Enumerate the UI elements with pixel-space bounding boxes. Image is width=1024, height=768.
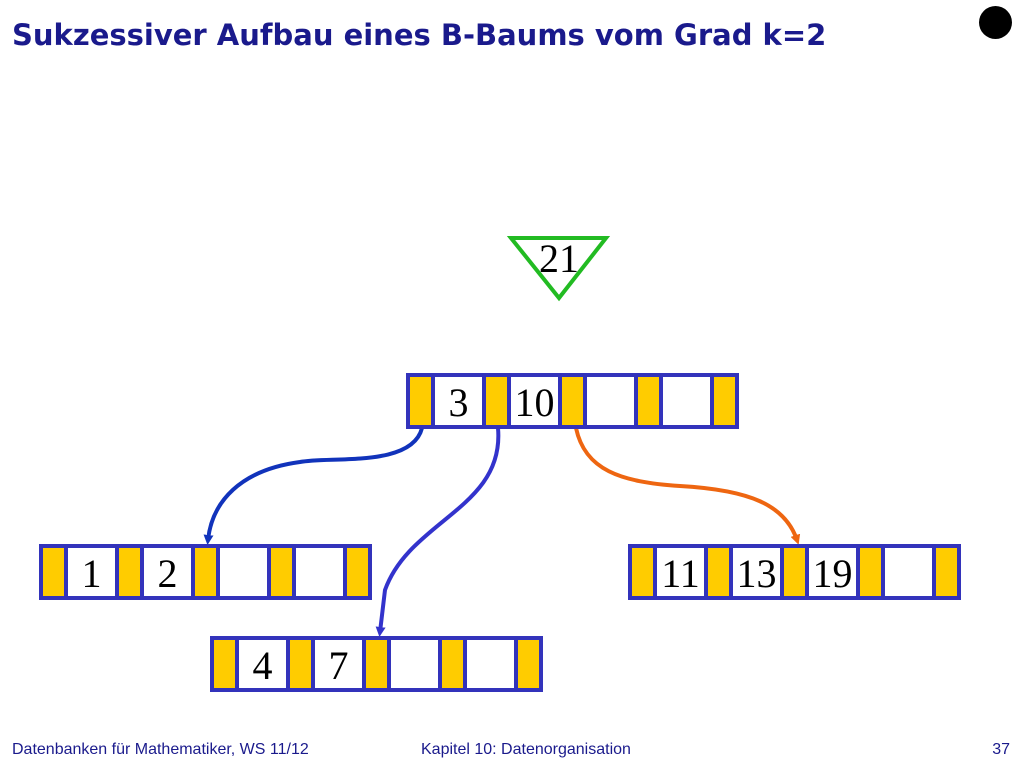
key-value: 1	[82, 551, 102, 596]
footer-page-number: 37	[992, 741, 1010, 758]
key-slot	[583, 373, 638, 429]
pointer-slot	[628, 544, 657, 600]
key-value: 10	[515, 380, 555, 425]
pointer-slot	[710, 373, 739, 429]
key-slot	[140, 544, 195, 600]
pointer-slot	[362, 636, 391, 692]
key-slot	[463, 636, 518, 692]
key-slot	[431, 373, 486, 429]
bullet-dot	[979, 6, 1012, 39]
key-value: 11	[661, 551, 700, 596]
pointer-slot	[482, 373, 511, 429]
key-value: 19	[813, 551, 853, 596]
key-slot	[653, 544, 708, 600]
key-slot	[729, 544, 784, 600]
pointer-slot	[634, 373, 663, 429]
footer-course: Datenbanken für Mathematiker, WS 11/12	[12, 741, 309, 758]
key-slot	[659, 373, 714, 429]
pointer-slot	[558, 373, 587, 429]
pointer-slot	[191, 544, 220, 600]
pointer-slot	[704, 544, 733, 600]
slide-title: Sukzessiver Aufbau eines B-Baums vom Gra…	[12, 18, 827, 52]
pointer-slot	[438, 636, 467, 692]
key-value: 4	[253, 643, 273, 688]
pointer-slot	[514, 636, 543, 692]
pointer-slot	[932, 544, 961, 600]
insert-key: 21	[539, 236, 579, 281]
edge-root-to-child-1	[203, 427, 424, 545]
key-slot	[387, 636, 442, 692]
key-slot	[64, 544, 119, 600]
pointer-slot	[856, 544, 885, 600]
key-value: 2	[158, 551, 178, 596]
pointer-slot	[286, 636, 315, 692]
pointer-slot	[343, 544, 372, 600]
key-value: 13	[737, 551, 777, 596]
key-slot	[292, 544, 347, 600]
pointer-slot	[267, 544, 296, 600]
key-value: 7	[329, 643, 349, 688]
root-node: 3 10	[406, 373, 739, 429]
pointer-slot	[210, 636, 239, 692]
insert-triangle	[506, 236, 611, 302]
key-value: 3	[449, 380, 469, 425]
pointer-slot	[406, 373, 435, 429]
edge-root-to-child-3	[574, 427, 801, 545]
footer-chapter: Kapitel 10: Datenorganisation	[421, 741, 631, 758]
insert-indicator: 21	[506, 236, 611, 302]
pointer-slot	[39, 544, 68, 600]
key-slot	[881, 544, 936, 600]
pointer-slot	[780, 544, 809, 600]
pointer-slot	[115, 544, 144, 600]
key-slot	[216, 544, 271, 600]
edge-root-to-child-2	[375, 427, 501, 637]
child-node-3: 11 13 19	[628, 544, 961, 600]
